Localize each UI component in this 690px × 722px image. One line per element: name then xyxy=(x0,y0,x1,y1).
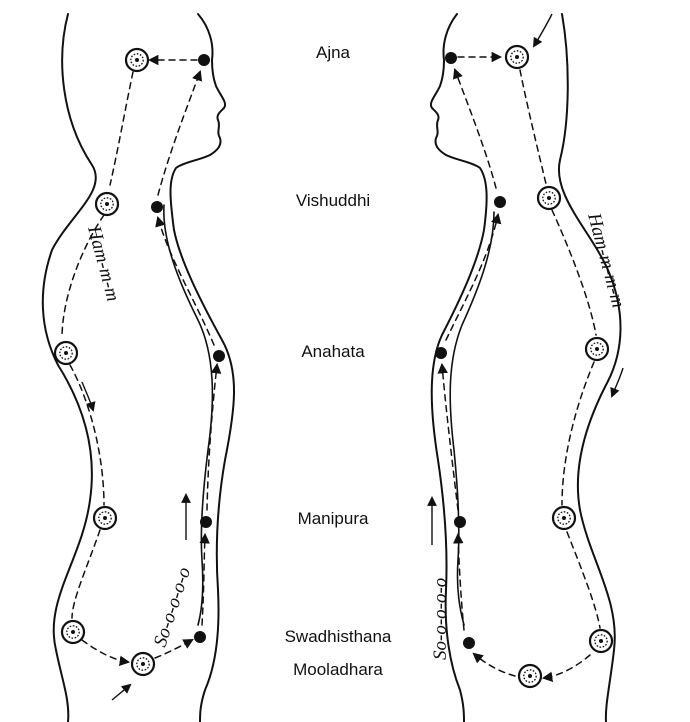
left-entry-arrow xyxy=(111,683,132,701)
right-swadhisthana-filled-chakra xyxy=(463,637,475,649)
right-spine-line xyxy=(449,211,495,626)
right-path-ascend-4 xyxy=(445,212,502,341)
chakra-label-manipura: Manipura xyxy=(298,509,369,528)
left-path-ascend-2 xyxy=(199,532,210,626)
left-spine-line xyxy=(163,204,214,626)
right-swadhisthana-open-chakra xyxy=(588,628,614,654)
left-descending-mantra: Ham-m-m xyxy=(83,223,123,304)
left-vishuddhi-filled-chakra xyxy=(151,201,163,213)
left-swadhisthana-filled-chakra xyxy=(194,631,206,643)
left-descend-arrow xyxy=(81,381,96,412)
right-path-descend-3 xyxy=(561,361,595,506)
left-manipura-open-chakra xyxy=(92,505,118,531)
right-path-ascend-2 xyxy=(453,532,465,631)
right-path-descend-5 xyxy=(541,654,591,683)
left-back-outline xyxy=(41,13,97,722)
left-anahata-open-chakra xyxy=(53,340,79,366)
left-mooladhara-open-chakra xyxy=(130,651,156,677)
left-path-descend-3 xyxy=(69,364,105,506)
left-path-descend-4 xyxy=(71,529,101,619)
chakra-label-vishuddhi: Vishuddhi xyxy=(296,191,370,210)
chakra-label-swadhisthana: Swadhisthana xyxy=(285,627,392,646)
chakra-label-ajna: Ajna xyxy=(316,43,351,62)
left-ajna-open-chakra xyxy=(124,47,150,73)
right-path-descend-2 xyxy=(551,209,597,336)
right-vishuddhi-open-chakra xyxy=(536,185,562,211)
left-path-ascend-4 xyxy=(155,215,215,346)
right-path-descend-4 xyxy=(566,531,601,629)
right-ajna-open-chakra xyxy=(504,44,530,70)
right-path-ascend-3 xyxy=(437,362,459,511)
right-path-ascend-1 xyxy=(472,652,516,677)
left-path-ascend-1 xyxy=(154,638,194,659)
left-path-descend-2 xyxy=(61,214,105,339)
right-entry-arrow xyxy=(532,13,553,48)
right-vishuddhi-filled-chakra xyxy=(494,196,506,208)
right-ascending-mantra: So-o-o-o-o xyxy=(430,578,451,660)
left-path-descend-5 xyxy=(81,639,131,667)
left-anahata-filled-chakra xyxy=(213,350,225,362)
left-swadhisthana-open-chakra xyxy=(60,619,86,645)
right-anahata-open-chakra xyxy=(584,336,610,362)
left-front-outline xyxy=(169,13,235,722)
right-manipura-filled-chakra xyxy=(454,516,466,528)
right-back-outline xyxy=(557,13,622,722)
right-anahata-filled-chakra xyxy=(435,347,447,359)
left-ajna-filled-chakra xyxy=(198,54,210,66)
right-path-descend-1 xyxy=(519,69,547,185)
left-path-ascend-5 xyxy=(157,70,203,196)
left-manipura-filled-chakra xyxy=(200,516,212,528)
left-ascending-mantra: So-o-o-o-o xyxy=(150,565,195,650)
left-path-ascend-3 xyxy=(206,362,222,511)
right-ajna-filled-chakra xyxy=(445,52,457,64)
chakra-label-mooladhara: Mooladhara xyxy=(293,660,383,679)
right-descend-arrow xyxy=(610,367,624,398)
right-manipura-open-chakra xyxy=(551,505,577,531)
right-mooladhara-open-chakra xyxy=(517,663,543,689)
left-path-descend xyxy=(109,71,134,186)
right-figure xyxy=(430,13,622,722)
left-vishuddhi-open-chakra xyxy=(94,191,120,217)
right-path-ascend-5 xyxy=(453,68,497,189)
right-descending-mantra: Ham-m-m-m xyxy=(583,210,629,310)
right-front-outline xyxy=(430,13,488,722)
chakra-label-anahata: Anahata xyxy=(301,342,365,361)
left-figure xyxy=(41,13,235,722)
